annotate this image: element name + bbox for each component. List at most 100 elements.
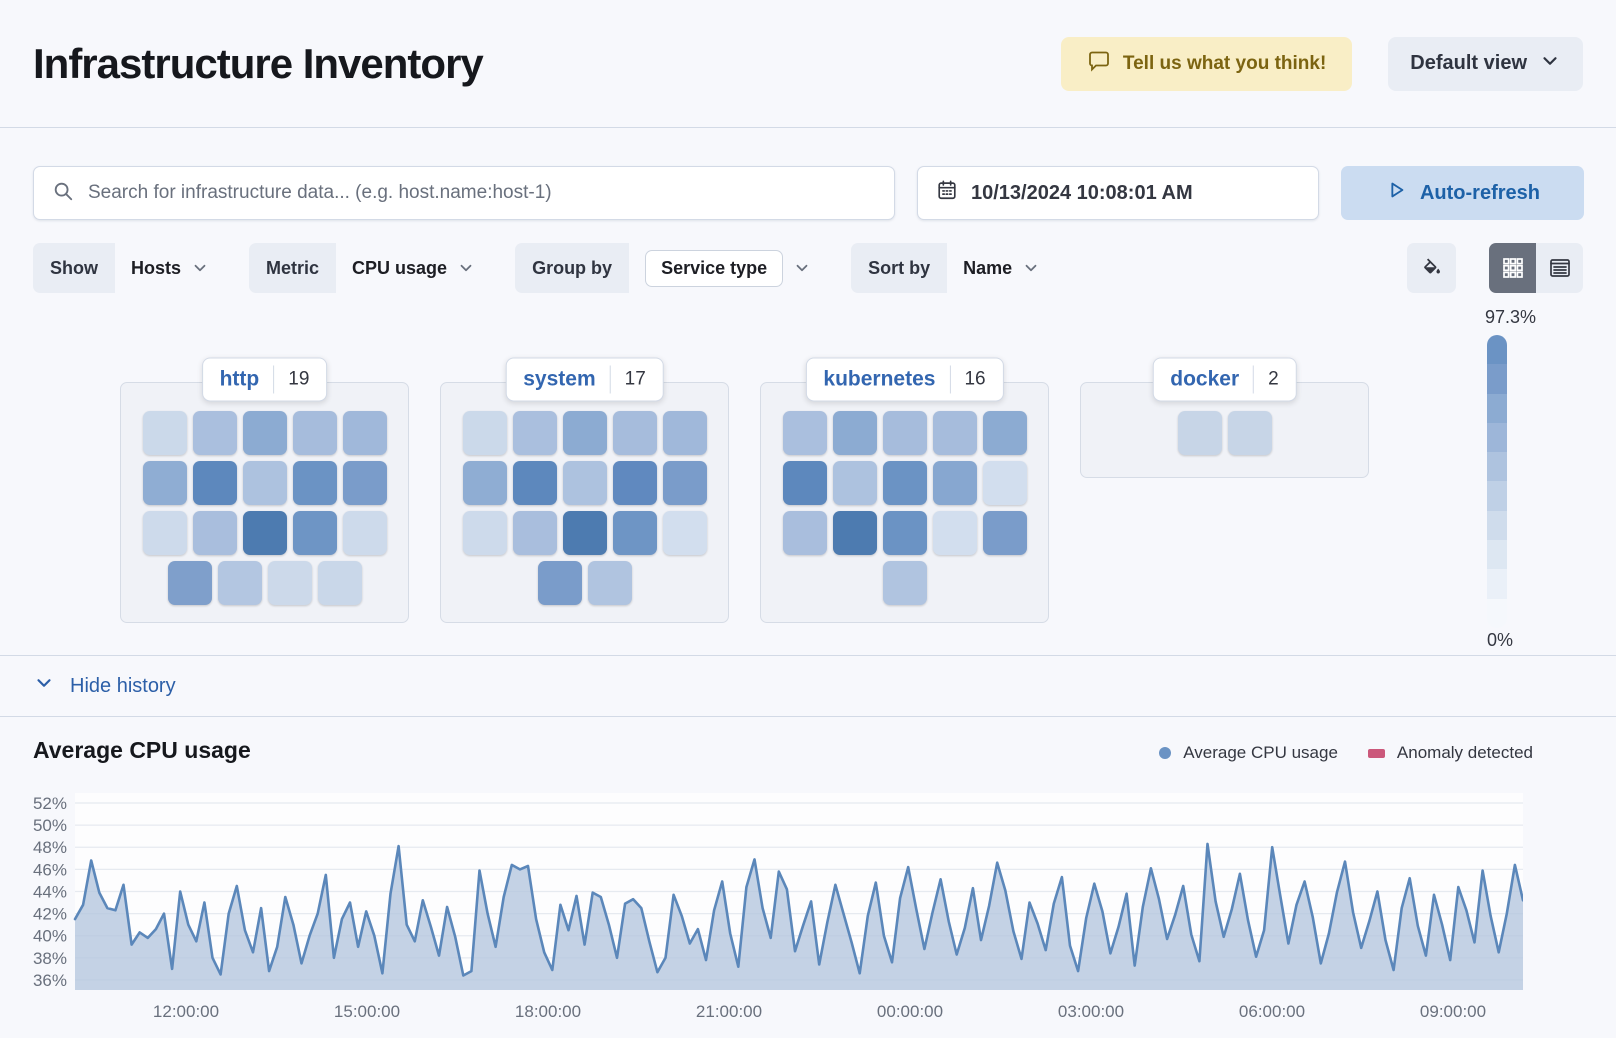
host-square[interactable]: [292, 411, 337, 455]
scale-step: [1487, 540, 1507, 570]
sort-by-dropdown[interactable]: Name: [947, 243, 1056, 293]
host-square[interactable]: [562, 411, 607, 455]
host-square[interactable]: [832, 461, 877, 505]
host-square[interactable]: [612, 461, 657, 505]
history-toggle[interactable]: Hide history: [0, 655, 1616, 717]
auto-refresh-label: Auto-refresh: [1419, 181, 1540, 204]
host-square[interactable]: [782, 511, 827, 555]
svg-text:46%: 46%: [33, 860, 67, 879]
host-square[interactable]: [342, 461, 387, 505]
host-square[interactable]: [267, 561, 312, 605]
cpu-history-section: Average CPU usage Average CPU usage Anom…: [0, 717, 1616, 1038]
table-view-toggle[interactable]: [1536, 243, 1583, 293]
date-time-picker[interactable]: 10/13/2024 10:08:01 AM: [917, 166, 1319, 220]
host-square[interactable]: [882, 461, 927, 505]
anomaly-rect-marker: [1367, 748, 1385, 758]
host-square[interactable]: [882, 561, 927, 605]
host-square[interactable]: [662, 511, 707, 555]
host-square[interactable]: [832, 411, 877, 455]
service-group-badge[interactable]: http 19: [201, 357, 328, 402]
group-by-dropdown[interactable]: Service type: [629, 243, 827, 293]
host-squares: [121, 411, 408, 605]
host-square[interactable]: [142, 411, 187, 455]
legend-item-avg-cpu[interactable]: Average CPU usage: [1159, 743, 1338, 763]
host-square[interactable]: [242, 461, 287, 505]
host-square[interactable]: [142, 511, 187, 555]
scale-step: [1487, 510, 1507, 541]
svg-text:48%: 48%: [33, 838, 67, 857]
service-group-badge[interactable]: system 17: [505, 357, 664, 402]
show-label: Show: [33, 243, 115, 293]
host-square[interactable]: [317, 561, 362, 605]
host-square[interactable]: [562, 511, 607, 555]
service-group-name: system: [523, 367, 596, 391]
host-square[interactable]: [462, 511, 507, 555]
service-group-badge[interactable]: docker 2: [1152, 357, 1297, 402]
host-square[interactable]: [242, 411, 287, 455]
host-square[interactable]: [882, 411, 927, 455]
saved-view-selector[interactable]: Default view: [1388, 36, 1583, 91]
host-square[interactable]: [932, 461, 977, 505]
host-square[interactable]: [192, 461, 237, 505]
host-square[interactable]: [587, 561, 632, 605]
show-control: Show Hosts: [33, 243, 225, 293]
host-square[interactable]: [662, 411, 707, 455]
paint-bucket-icon: [1423, 258, 1440, 274]
color-palette-button[interactable]: [1407, 243, 1456, 293]
host-square[interactable]: [192, 511, 237, 555]
host-square[interactable]: [612, 511, 657, 555]
svg-text:42%: 42%: [33, 905, 67, 924]
metric-value: CPU usage: [352, 257, 448, 278]
host-square[interactable]: [242, 511, 287, 555]
table-list-icon: [1549, 259, 1570, 277]
svg-text:52%: 52%: [33, 794, 67, 813]
host-square[interactable]: [932, 411, 977, 455]
host-square-row: [462, 461, 707, 505]
auto-refresh-button[interactable]: Auto-refresh: [1341, 166, 1584, 220]
host-square[interactable]: [142, 461, 187, 505]
chevron-down-icon: [194, 264, 206, 272]
host-square[interactable]: [217, 561, 262, 605]
host-square[interactable]: [612, 411, 657, 455]
search-input[interactable]: [88, 182, 876, 204]
host-square[interactable]: [537, 561, 582, 605]
scale-step: [1487, 335, 1507, 365]
service-group-badge[interactable]: kubernetes 16: [805, 357, 1004, 402]
host-square[interactable]: [512, 461, 557, 505]
host-square[interactable]: [662, 461, 707, 505]
host-square[interactable]: [982, 461, 1027, 505]
group-by-chip[interactable]: Service type: [645, 249, 784, 287]
svg-text:38%: 38%: [33, 949, 67, 968]
host-square[interactable]: [342, 411, 387, 455]
host-square[interactable]: [782, 411, 827, 455]
svg-text:06:00:00: 06:00:00: [1239, 1002, 1305, 1021]
host-square[interactable]: [782, 461, 827, 505]
map-view-toggle[interactable]: [1489, 243, 1536, 293]
feedback-button[interactable]: Tell us what you think!: [1060, 36, 1353, 91]
filter-controls: Show Hosts Metric CPU usage Group by Ser…: [33, 243, 1583, 293]
host-square[interactable]: [512, 411, 557, 455]
host-square[interactable]: [292, 511, 337, 555]
service-group-count: 19: [288, 368, 310, 390]
host-square[interactable]: [512, 511, 557, 555]
host-square[interactable]: [882, 511, 927, 555]
legend-item-anomaly[interactable]: Anomaly detected: [1367, 743, 1533, 763]
host-square[interactable]: [982, 411, 1027, 455]
host-square[interactable]: [1227, 411, 1272, 455]
scale-step: [1487, 422, 1507, 453]
page-title: Infrastructure Inventory: [33, 39, 484, 87]
host-square[interactable]: [192, 411, 237, 455]
host-square[interactable]: [292, 461, 337, 505]
host-square[interactable]: [562, 461, 607, 505]
host-square[interactable]: [1177, 411, 1222, 455]
host-square[interactable]: [832, 511, 877, 555]
host-square[interactable]: [462, 411, 507, 455]
host-square[interactable]: [167, 561, 212, 605]
host-square[interactable]: [932, 511, 977, 555]
host-square[interactable]: [982, 511, 1027, 555]
metric-dropdown[interactable]: CPU usage: [336, 243, 491, 293]
host-square[interactable]: [462, 461, 507, 505]
show-dropdown[interactable]: Hosts: [115, 243, 225, 293]
host-square[interactable]: [342, 511, 387, 555]
